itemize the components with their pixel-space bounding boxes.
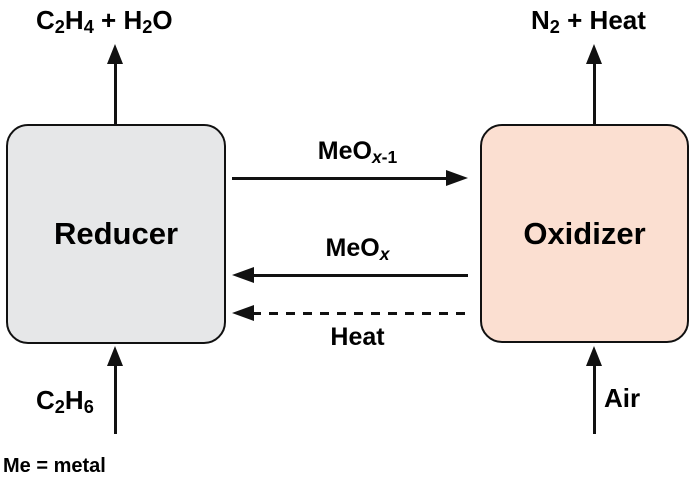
arrow-meox-icon	[232, 267, 468, 283]
arrowhead-up-icon	[107, 346, 123, 366]
arrow-shaft	[113, 364, 117, 434]
arrowhead-up-icon	[586, 346, 602, 366]
arrow-shaft	[252, 273, 468, 277]
reducer-box-label: Reducer	[53, 216, 179, 251]
transfer-label-meox-minus-1: MeOx-1	[317, 137, 398, 167]
footnote-me-metal: Me = metal	[3, 455, 106, 477]
arrow-shaft	[592, 62, 596, 124]
arrowhead-right-icon	[446, 170, 468, 186]
arrow-shaft-dashed	[252, 311, 468, 315]
stream-label-c2h4-h2o: C2H4 + H2O	[36, 5, 173, 37]
heat-return-label: Heat	[330, 323, 385, 351]
arrowhead-up-icon	[107, 44, 123, 64]
oxidizer-box: Oxidizer	[480, 124, 689, 343]
arrow-heat-icon	[232, 305, 468, 321]
arrow-oxidizer-inlet-icon	[586, 346, 602, 434]
arrow-oxidizer-outlet-icon	[586, 44, 602, 124]
transfer-label-meox: MeOx	[325, 234, 390, 264]
arrow-shaft	[113, 62, 117, 124]
arrow-shaft	[592, 364, 596, 434]
stream-label-air: Air	[604, 383, 641, 413]
oxidizer-box-label: Oxidizer	[523, 215, 646, 251]
reducer-box: Reducer	[6, 124, 226, 344]
stream-label-n2-heat: N2 + Heat	[531, 5, 646, 37]
arrowhead-up-icon	[586, 44, 602, 64]
arrow-meox-minus-1-icon	[232, 170, 468, 186]
arrow-reducer-inlet-icon	[107, 346, 123, 434]
arrow-shaft	[232, 176, 448, 180]
stream-label-c2h6: C2H6	[36, 385, 94, 417]
arrowhead-left-icon	[232, 267, 254, 283]
arrowhead-left-icon	[232, 305, 254, 321]
arrow-reducer-outlet-icon	[107, 44, 123, 124]
